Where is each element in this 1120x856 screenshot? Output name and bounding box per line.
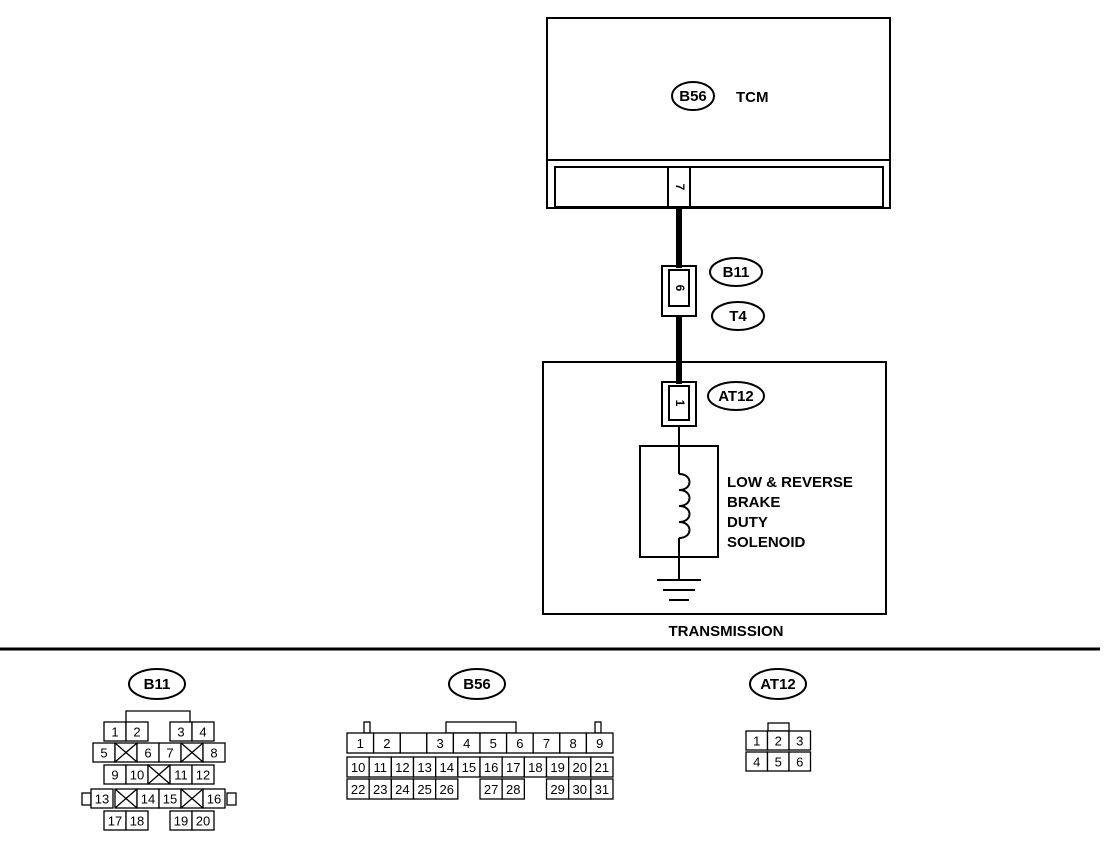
b56-pin: 11: [374, 760, 388, 775]
b11-pin: 12: [196, 768, 210, 783]
b11-pin: 13: [95, 792, 109, 807]
b56-pin: 21: [595, 760, 609, 775]
b56-pin: 10: [351, 760, 365, 775]
at12-pin: 5: [775, 755, 782, 770]
b56-pin: 26: [440, 782, 454, 797]
b56-pin: 14: [440, 760, 454, 775]
b56-pin: 17: [506, 760, 520, 775]
b56-pin: 1: [357, 736, 364, 751]
b56-pin: 23: [373, 782, 387, 797]
b56-pin: 6: [516, 736, 523, 751]
b11-pin: 11: [174, 768, 188, 783]
b56-pin: 30: [573, 782, 587, 797]
at12-pin-label: 1: [673, 400, 687, 407]
inline-connector-b11-t4: 6 B11 T4: [661, 257, 765, 331]
solenoid-line-4: SOLENOID: [727, 534, 806, 551]
b56-pin: 12: [395, 760, 409, 775]
b56-pin: 4: [463, 736, 470, 751]
b11-pin: 16: [207, 792, 221, 807]
b11-pin: 18: [130, 814, 144, 829]
b56-pin: 5: [490, 736, 497, 751]
b56-pin: 31: [595, 782, 609, 797]
b11-pin: 4: [199, 725, 206, 740]
b11-pin: 5: [100, 746, 107, 761]
b56-pin: 15: [462, 760, 476, 775]
b56-view-label: B56: [463, 676, 491, 693]
b56-pin: 19: [550, 760, 564, 775]
t4-badge-label: T4: [729, 308, 747, 325]
at12-badge-label: AT12: [718, 388, 754, 405]
b56-pin: 27: [484, 782, 498, 797]
at12-badge: [707, 381, 765, 411]
b56-pin: 29: [550, 782, 564, 797]
at12-pin: 2: [775, 734, 782, 749]
tcm-pin-label: 7: [673, 184, 687, 191]
b11-pin: 9: [111, 768, 118, 783]
coil-icon: [678, 473, 691, 539]
b11-pin: 17: [108, 814, 122, 829]
b11-pin: 14: [141, 792, 155, 807]
at12-pin: 1: [753, 734, 760, 749]
at12-view-label: AT12: [760, 676, 796, 693]
b11-pin: 7: [166, 746, 173, 761]
transmission-unit: TRANSMISSION 1 AT12 LOW & REVERSE BRAKE …: [542, 361, 887, 640]
solenoid-line-2: BRAKE: [727, 494, 780, 511]
tcm-connector-badge: [671, 81, 715, 111]
ground-icon: [657, 579, 701, 601]
tcm-name: TCM: [736, 89, 769, 106]
at12-pin: 6: [796, 755, 803, 770]
b56-pin: 13: [417, 760, 431, 775]
b56-pin: 8: [569, 736, 576, 751]
at12-pin: 3: [796, 734, 803, 749]
b56-pin: 25: [417, 782, 431, 797]
b56-pin: 16: [484, 760, 498, 775]
b11-pin: 19: [174, 814, 188, 829]
b56-pin: 22: [351, 782, 365, 797]
b56-pin: 24: [395, 782, 409, 797]
b11-pin: 15: [163, 792, 177, 807]
tcm-unit: 7 B56 TCM: [546, 17, 891, 209]
b11-pin: 2: [133, 725, 140, 740]
b56-pin: 3: [436, 736, 443, 751]
t4-badge: [711, 301, 765, 331]
b11-badge-label: B11: [723, 264, 750, 281]
tcm-connector-label: B56: [679, 88, 707, 105]
b11-pin: 10: [130, 768, 144, 783]
b56-pin: 18: [528, 760, 542, 775]
b56-pin: 2: [383, 736, 390, 751]
b11-pin: 8: [210, 746, 217, 761]
b11-pin: 6: [144, 746, 151, 761]
b11-view-label: B11: [144, 676, 171, 693]
b56-pin: 9: [596, 736, 603, 751]
b11-pin-label: 6: [673, 285, 687, 292]
b11-pin: 20: [196, 814, 210, 829]
b56-pin: 7: [543, 736, 550, 751]
at12-pin: 4: [753, 755, 760, 770]
b11-pin: 3: [177, 725, 184, 740]
transmission-label: TRANSMISSION: [668, 623, 783, 640]
solenoid-line-1: LOW & REVERSE: [727, 474, 853, 491]
b56-pin: 28: [506, 782, 520, 797]
b11-pin: 1: [111, 725, 118, 740]
b56-pin: 20: [573, 760, 587, 775]
b11-badge: [709, 257, 763, 287]
solenoid-line-3: DUTY: [727, 514, 768, 531]
